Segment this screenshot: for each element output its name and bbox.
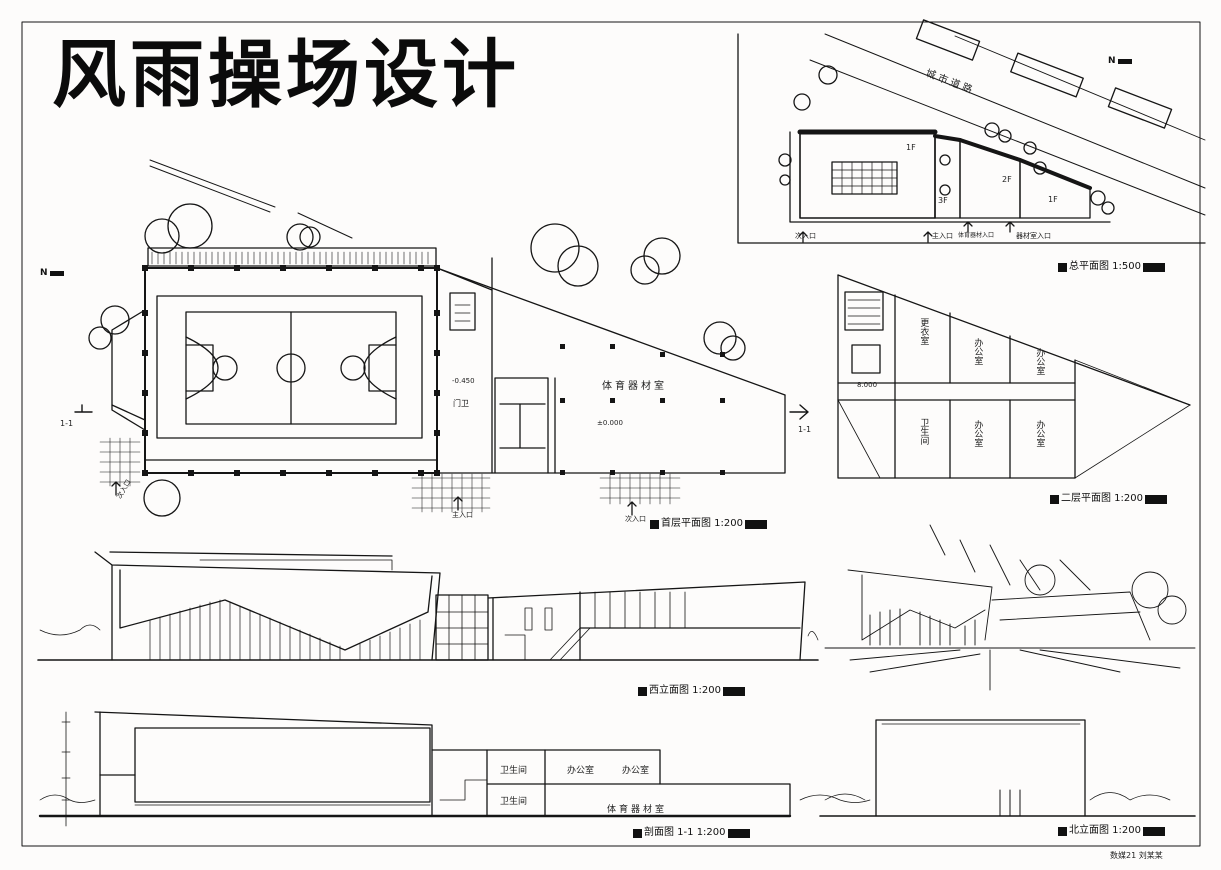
caption-mark — [1143, 262, 1165, 272]
room-label: 体育器材室 — [602, 381, 667, 392]
north-label: N — [40, 268, 48, 278]
room-label: 卫生间 — [500, 797, 528, 807]
floor-label: 3F — [938, 196, 948, 205]
site-plan — [737, 19, 1206, 244]
room-label: 办公室 — [567, 766, 595, 776]
room-label: 办公室 — [1034, 348, 1045, 375]
north-arrow-site: N — [1108, 57, 1132, 66]
entrance-label: 主入口 — [932, 232, 953, 240]
caption-mark — [723, 686, 745, 696]
entrance-label: 次入口 — [625, 515, 646, 523]
entrance-label: 主入口 — [452, 511, 473, 519]
room-label: 卫生间 — [918, 418, 929, 445]
ground-floor-caption: 首层平面图 1:200 — [650, 519, 767, 529]
section-caption: 剖面图 1-1 1:200 — [633, 828, 750, 838]
north-elevation-caption: 北立面图 1:200 — [1058, 826, 1165, 836]
west-elevation — [37, 551, 819, 661]
room-label: 门卫 — [453, 399, 469, 408]
north-arrow-icon — [49, 271, 64, 276]
room-label: 体育器材室 — [607, 805, 668, 815]
floor-label: 2F — [1002, 175, 1012, 184]
caption-mark — [650, 519, 659, 529]
caption-mark — [1058, 262, 1067, 272]
caption-mark — [1058, 826, 1067, 836]
level-label: -0.450 — [452, 377, 475, 385]
caption-mark — [1050, 494, 1059, 504]
caption-mark — [1145, 494, 1167, 504]
west-elevation-caption: 西立面图 1:200 — [638, 686, 745, 696]
north-label: N — [1108, 56, 1116, 66]
floor-label: 1F — [1048, 195, 1058, 204]
caption-mark — [633, 828, 642, 838]
author-signature: 数媒21 刘某某 — [1110, 851, 1163, 860]
sheet-border — [21, 21, 1201, 847]
second-floor-plan — [837, 274, 1191, 479]
room-label: 办公室 — [972, 338, 983, 365]
caption-mark — [727, 828, 750, 838]
north-arrow-icon — [1117, 59, 1132, 64]
site-plan-caption: 总平面图 1:500 — [1058, 262, 1165, 272]
room-label: 卫生间 — [500, 766, 528, 776]
north-arrow-main: N — [40, 269, 64, 278]
caption-mark — [745, 519, 767, 529]
section-drawing — [38, 711, 871, 827]
room-label: 办公室 — [622, 766, 650, 776]
level-label: 8.000 — [857, 381, 878, 389]
drawing-title: 风雨操场设计 — [52, 32, 520, 118]
entrance-label: 次入口 — [795, 232, 816, 240]
second-floor-caption: 二层平面图 1:200 — [1050, 494, 1167, 504]
section-mark-label: 1-1 — [60, 419, 74, 428]
caption-mark — [638, 686, 647, 696]
room-label: 办公室 — [972, 420, 983, 447]
entrance-label: 体育器材入口 — [958, 232, 995, 239]
perspective-sketch — [824, 524, 1196, 691]
entrance-label: 器材室入口 — [1016, 232, 1051, 240]
floor-label: 1F — [906, 143, 916, 152]
ground-floor-plan — [74, 159, 809, 517]
section-mark-label: 1-1 — [798, 425, 812, 434]
level-label: ±0.000 — [597, 419, 623, 427]
north-elevation — [819, 719, 1196, 817]
room-label: 更衣室 — [918, 318, 929, 345]
caption-mark — [1143, 826, 1165, 836]
room-label: 办公室 — [1034, 420, 1045, 447]
